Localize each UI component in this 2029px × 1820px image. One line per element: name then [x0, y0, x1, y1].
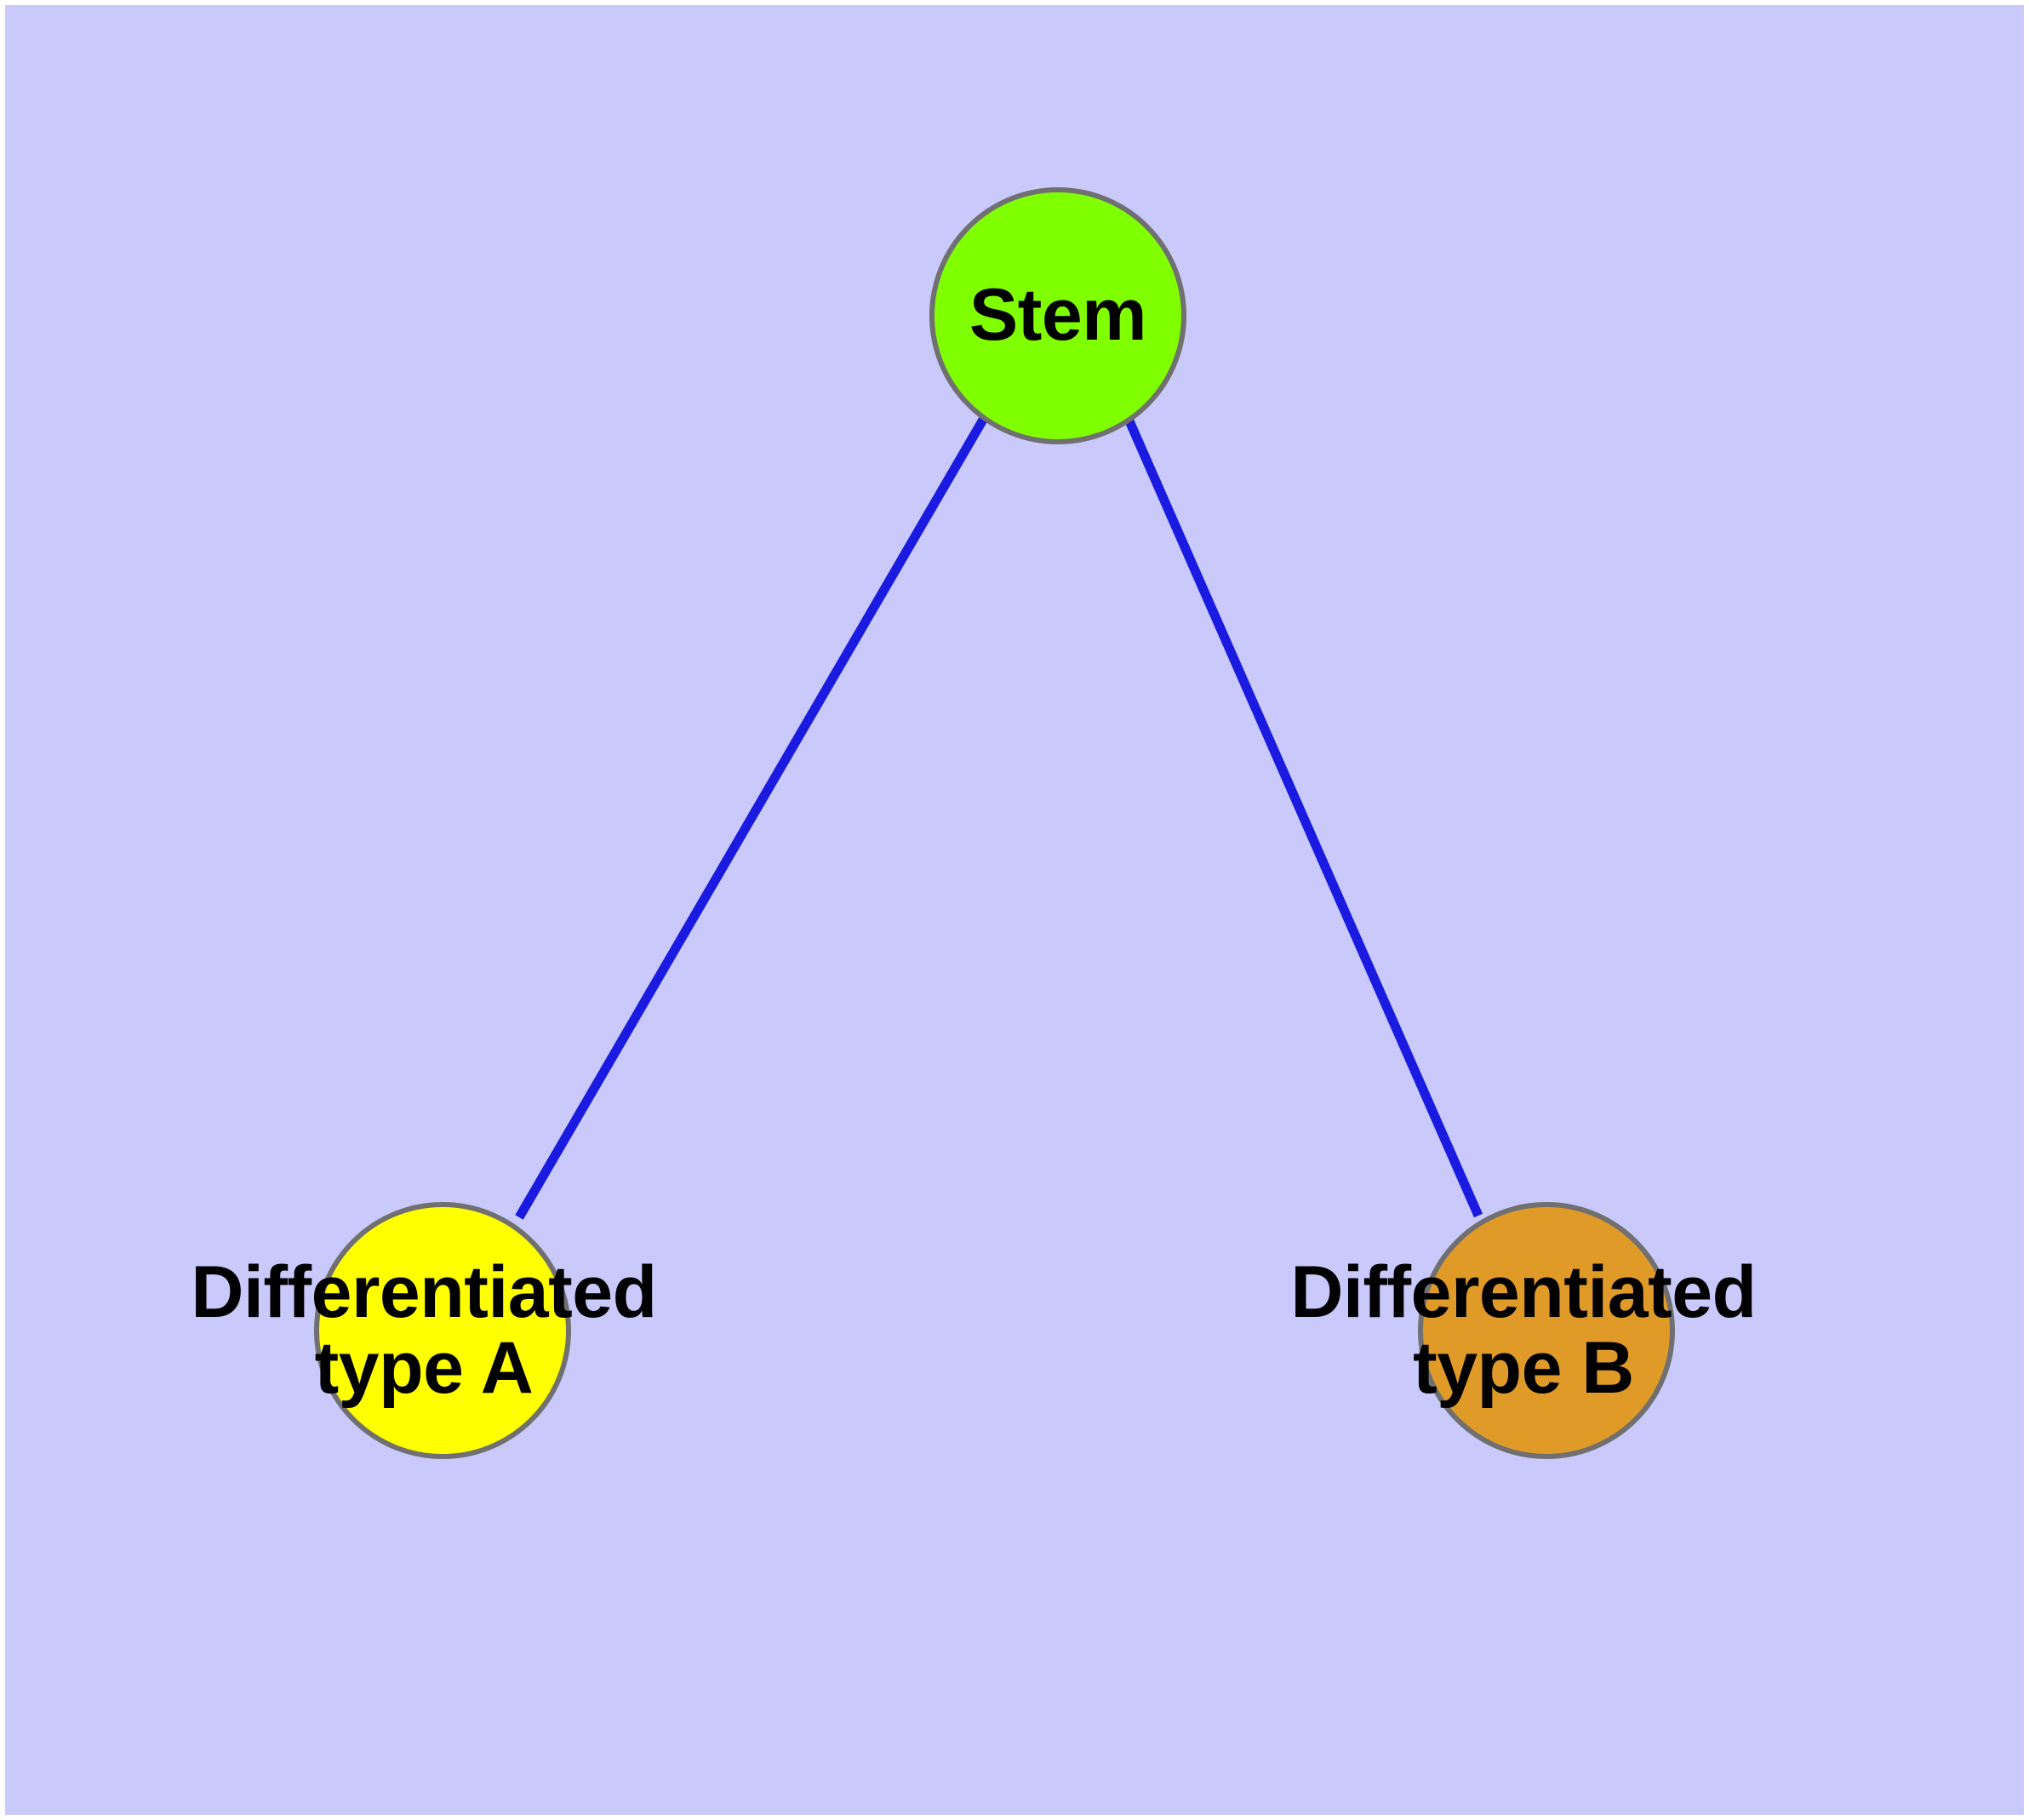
graph-edge[interactable]: [1123, 415, 1483, 1218]
graph-node-diff-a[interactable]: [314, 1202, 571, 1459]
graph-node-stem[interactable]: [929, 187, 1186, 444]
graph-node-diff-b[interactable]: [1418, 1202, 1675, 1459]
graph-edge[interactable]: [515, 417, 987, 1220]
nodes-group: [314, 187, 1675, 1459]
edges-group: [515, 415, 1483, 1220]
